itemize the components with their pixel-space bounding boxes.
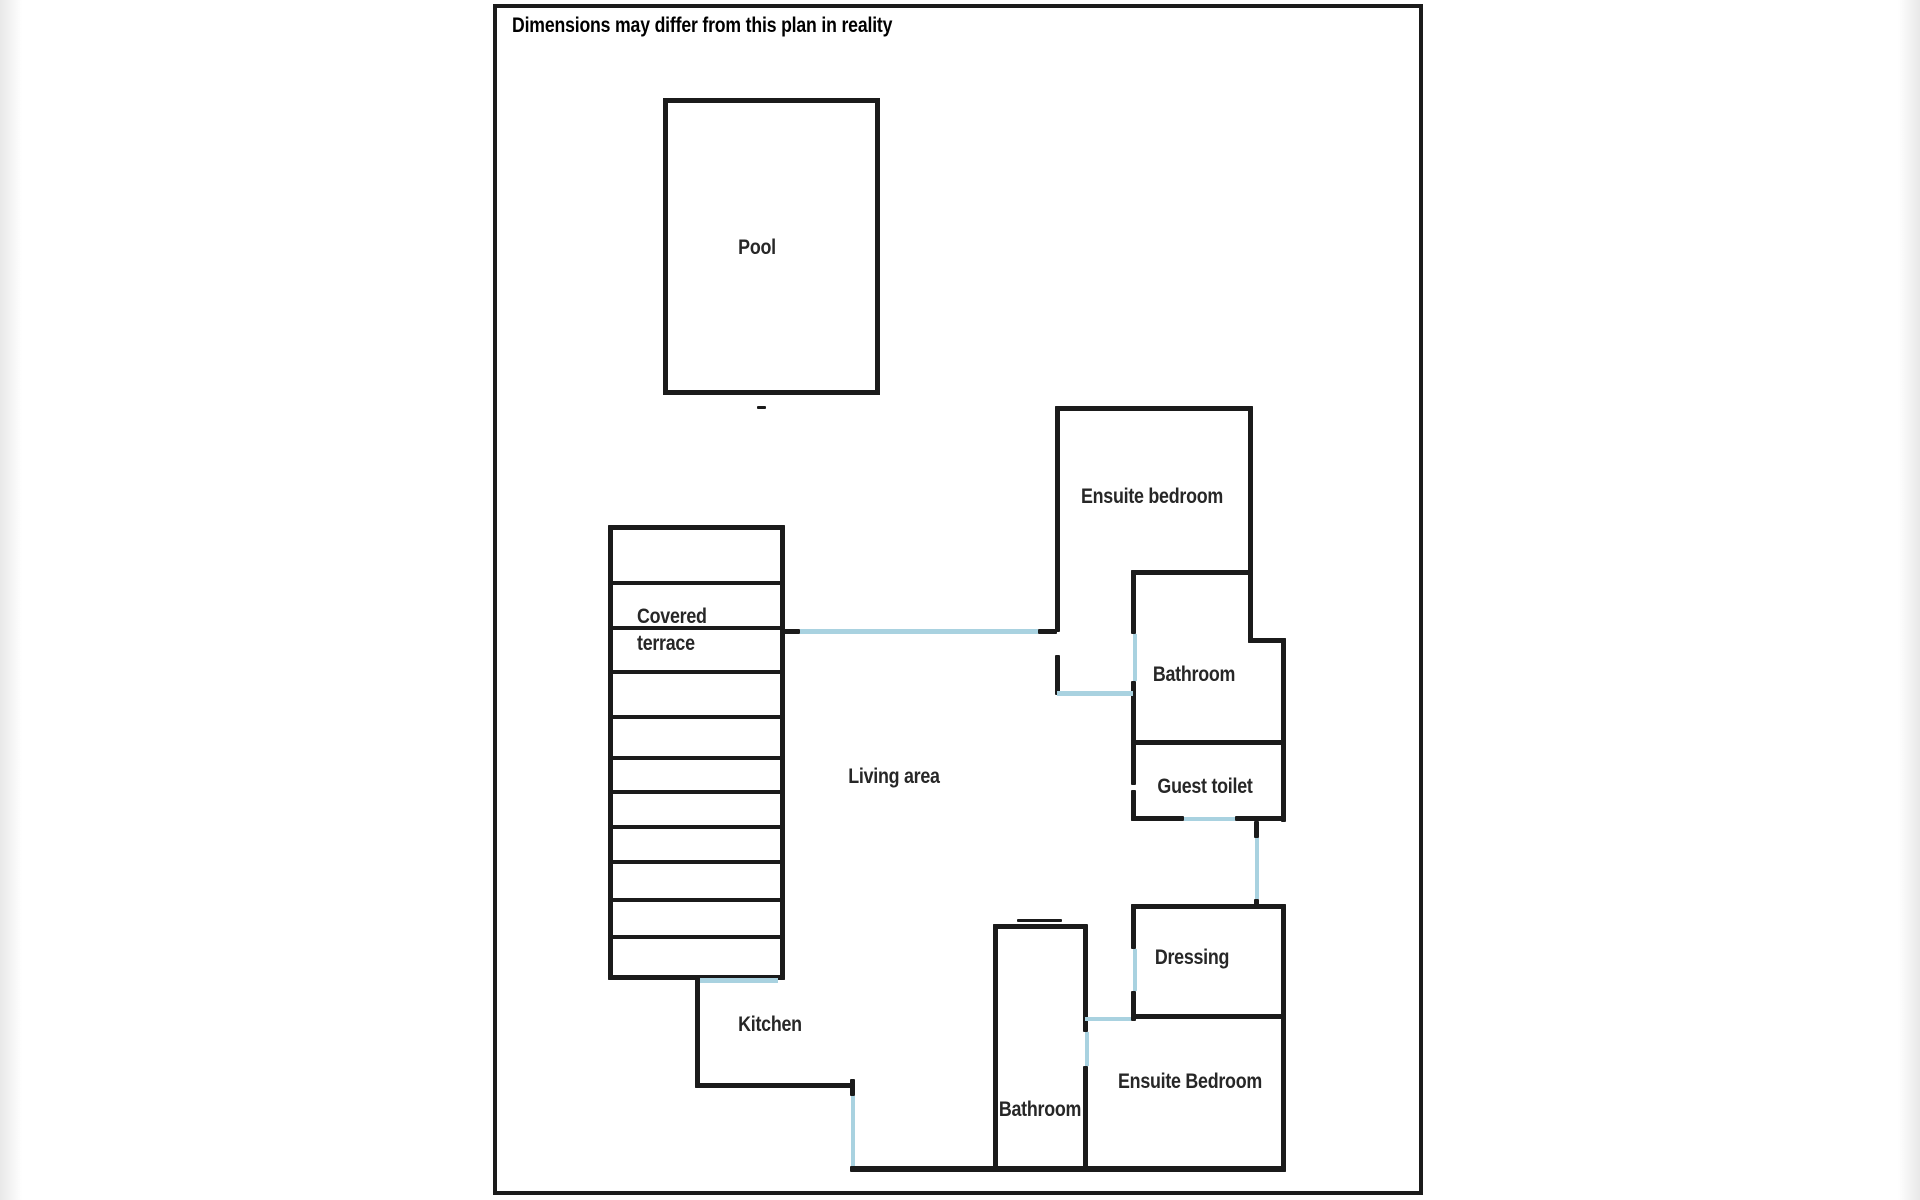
wall-segment (608, 935, 785, 939)
wall-segment (1131, 681, 1136, 743)
wall-segment (1131, 570, 1136, 634)
room-label-bathroom-top: Bathroom (1152, 663, 1236, 686)
wall-segment (1131, 740, 1286, 745)
wall-segment (608, 975, 785, 980)
wall-segment (1254, 821, 1259, 838)
wall-segment (608, 825, 785, 829)
door-opening-marker (1184, 817, 1235, 821)
room-label-kitchen: Kitchen (738, 1013, 802, 1036)
wall-segment (695, 978, 700, 1088)
wall-segment (608, 756, 785, 760)
wall-segment (1131, 816, 1184, 821)
room-label-covered-terrace: Covered terrace (637, 603, 707, 657)
wall-segment (1055, 655, 1060, 695)
door-opening-marker (1255, 838, 1259, 899)
room-label-pool: Pool (738, 236, 776, 259)
pool-outline (663, 98, 880, 395)
room-label-dressing: Dressing (1154, 946, 1230, 969)
wall-segment (608, 626, 785, 630)
wall-segment (608, 525, 613, 980)
room-label-bathroom-bottom: Bathroom (998, 1098, 1082, 1121)
wall-segment (608, 670, 785, 674)
wall-segment (1131, 1014, 1286, 1019)
wall-segment (1083, 1014, 1088, 1032)
door-opening-marker (1133, 634, 1137, 681)
door-opening-marker (800, 629, 1038, 634)
room-label-guest-toilet: Guest toilet (1157, 775, 1253, 798)
door-opening-marker (700, 978, 778, 983)
wall-segment (1055, 406, 1060, 632)
wall-segment (757, 406, 766, 409)
wall-segment (1131, 904, 1136, 949)
wall-segment (1248, 406, 1253, 643)
wall-segment (993, 924, 998, 1172)
wall-segment (1235, 816, 1286, 821)
page-edge-shadow-left (0, 0, 22, 1200)
wall-segment (608, 790, 785, 794)
plan-border (493, 4, 1423, 1195)
door-opening-marker (851, 1096, 855, 1166)
wall-segment (850, 1079, 855, 1096)
wall-segment (1038, 629, 1057, 634)
page-edge-shadow-right (1898, 0, 1920, 1200)
wall-segment (1055, 406, 1253, 411)
wall-segment (1281, 904, 1286, 1172)
wall-segment (608, 898, 785, 902)
wall-segment (1017, 919, 1062, 922)
door-opening-marker (1133, 949, 1137, 991)
door-opening-marker (1085, 1017, 1131, 1021)
wall-segment (1131, 790, 1136, 821)
disclaimer-text: Dimensions may differ from this plan in … (512, 14, 893, 37)
wall-segment (1083, 1066, 1088, 1172)
room-label-line: Covered (637, 605, 707, 628)
wall-segment (608, 715, 785, 719)
wall-segment (608, 860, 785, 864)
room-label-line: terrace (637, 632, 695, 655)
wall-segment (780, 525, 785, 980)
door-opening-marker (1085, 1032, 1089, 1066)
wall-segment (1083, 924, 1088, 1018)
wall-segment (695, 1083, 855, 1088)
room-label-ensuite-bedroom-bottom: Ensuite Bedroom (1118, 1070, 1262, 1093)
wall-segment (993, 924, 1087, 929)
wall-segment (1131, 740, 1136, 785)
room-label-living-area: Living area (848, 765, 940, 788)
wall-segment (850, 1166, 1286, 1172)
wall-segment (608, 525, 785, 530)
wall-segment (1131, 904, 1286, 909)
door-opening-marker (1057, 691, 1133, 696)
wall-segment (1248, 638, 1286, 643)
room-label-ensuite-bedroom-top: Ensuite bedroom (1081, 485, 1223, 508)
wall-segment (1131, 991, 1136, 1021)
wall-segment (1281, 638, 1286, 822)
wall-segment (608, 581, 785, 585)
wall-segment (783, 629, 800, 634)
wall-segment (1131, 570, 1252, 575)
